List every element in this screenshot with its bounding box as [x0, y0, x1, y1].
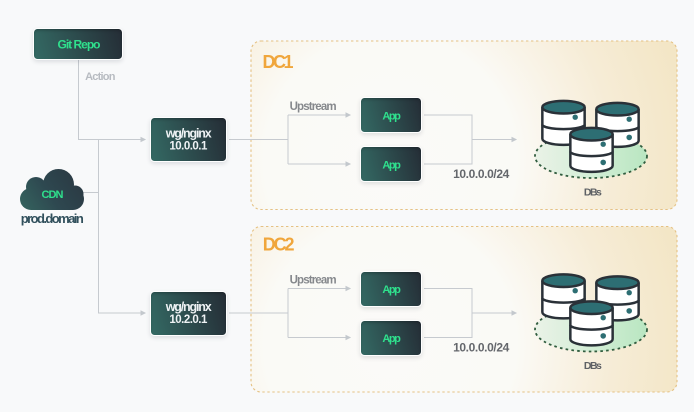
- svg-text:10.2.0.1: 10.2.0.1: [169, 314, 208, 326]
- svg-text:Action: Action: [85, 71, 116, 83]
- svg-text:wg/nginx: wg/nginx: [165, 126, 212, 140]
- svg-text:10.0.0.1: 10.0.0.1: [169, 141, 208, 153]
- svg-text:Upstream: Upstream: [290, 101, 337, 113]
- svg-text:Upstream: Upstream: [290, 275, 337, 287]
- svg-text:DC1: DC1: [263, 52, 294, 72]
- svg-text:Git Repo: Git Repo: [58, 38, 101, 52]
- svg-text:10.0.0.0/24: 10.0.0.0/24: [453, 341, 510, 355]
- svg-text:prod.domain: prod.domain: [21, 211, 84, 226]
- svg-text:App: App: [382, 333, 401, 345]
- svg-text:App: App: [382, 159, 401, 171]
- svg-text:App: App: [382, 284, 401, 296]
- svg-text:CDN: CDN: [42, 189, 64, 201]
- svg-text:wg/nginx: wg/nginx: [165, 300, 212, 314]
- svg-text:DC2: DC2: [263, 235, 295, 255]
- svg-text:DBs: DBs: [584, 360, 602, 372]
- svg-text:10.0.0.0/24: 10.0.0.0/24: [453, 167, 510, 181]
- svg-text:DBs: DBs: [584, 186, 602, 198]
- svg-text:App: App: [382, 110, 401, 122]
